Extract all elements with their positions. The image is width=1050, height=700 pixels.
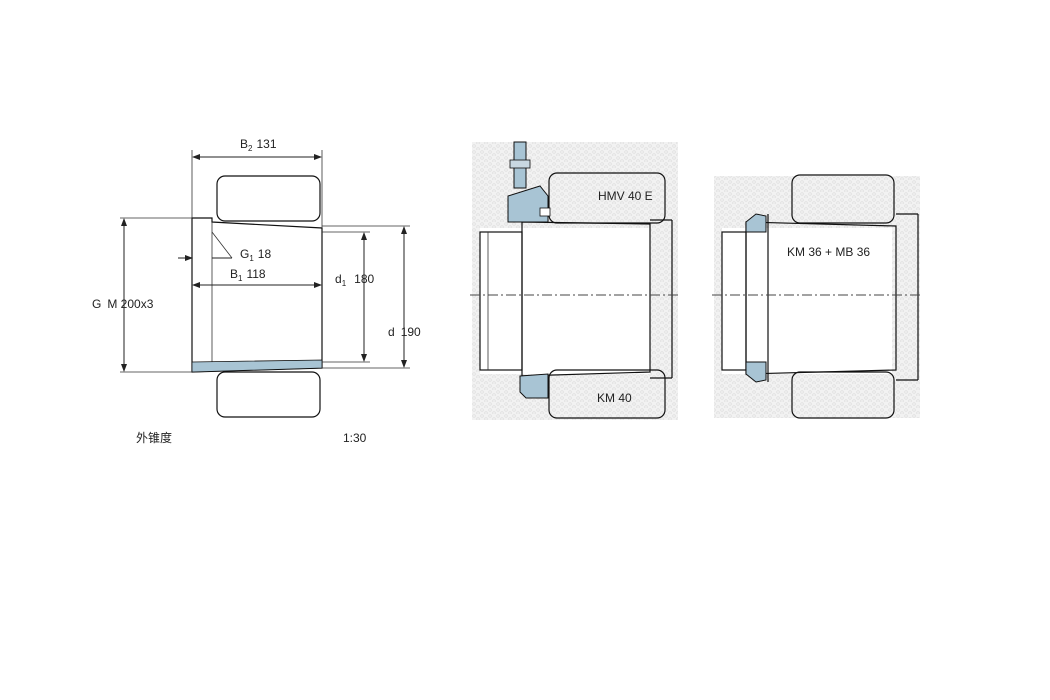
hmv-assembly-drawing: HMV 40 E KM 40	[470, 141, 680, 420]
taper-ratio: 1:30	[343, 431, 367, 445]
km-nut-top	[745, 213, 767, 233]
hmv-label: HMV 40 E	[598, 189, 653, 203]
sleeve	[521, 221, 651, 377]
km-nut	[519, 373, 549, 399]
bearing-ring-top	[216, 175, 321, 222]
taper-label: 外锥度	[136, 430, 172, 445]
bearing-ring-bottom	[548, 369, 666, 419]
km-nut-bottom	[745, 361, 767, 383]
km-label: KM 40	[597, 391, 632, 405]
km-mb-assembly-drawing: KM 36 + MB 36	[712, 174, 922, 419]
g1-leader	[211, 231, 233, 259]
bearing-ring-bottom	[216, 371, 321, 418]
sleeve	[745, 221, 897, 375]
adapter-sleeve-body	[191, 217, 323, 373]
km-mb-label: KM 36 + MB 36	[787, 245, 870, 259]
taper-strip	[191, 359, 323, 373]
bearing-ring-top	[791, 174, 895, 224]
